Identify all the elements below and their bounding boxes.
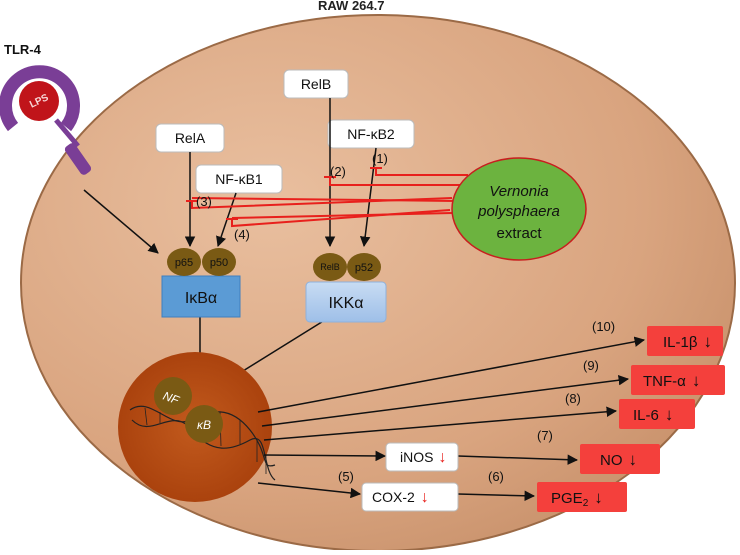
rela-box: RelA [155,123,225,153]
svg-text:IL-1β↓: IL-1β ↓ [663,332,712,351]
pge2-sub: 2 [583,498,589,509]
right-complex: IKKα RelB p52 [305,253,387,323]
vernonia-extract: Vernonia polysphaera extract [451,157,587,261]
p50-label: p50 [210,257,228,269]
tlr4-receptor [0,65,92,175]
cell-label: RAW 264.7 [318,0,384,13]
relb-sub-label: RelB [320,262,340,272]
nfkb1-box: NF-κB1 [195,164,283,194]
ikba-label: IκBα [185,290,217,307]
relb-label: RelB [301,76,331,92]
pge2-label: PGE [551,490,583,507]
step-3: (3) [196,194,212,209]
svg-text:iNOS↓: iNOS ↓ [400,449,446,466]
il1b-label: IL-1β [663,334,698,351]
rela-label: RelA [175,130,206,146]
nfkb2-label: NF-κB2 [347,126,395,142]
step-10: (10) [592,319,615,334]
svg-text:PGE2↓: PGE2 ↓ [551,488,603,509]
nucleus: NF κB [118,352,276,502]
svg-text:TNF-α↓: TNF-α ↓ [643,371,700,390]
tlr4-label: TLR-4 [4,42,42,57]
pge2-down-arrow: ↓ [594,488,603,507]
extract-line1: Vernonia [489,183,549,200]
nfkb2-box: NF-κB2 [327,119,415,149]
step-1: (1) [372,151,388,166]
step-5: (5) [338,469,354,484]
tnfa-label: TNF-α [643,373,686,390]
inos-box: iNOS ↓ [385,442,459,472]
inos-down-arrow: ↓ [438,449,446,466]
inos-label: iNOS [400,449,433,465]
cox2-label: COX-2 [372,489,415,505]
nf-label: NF [161,389,181,408]
step-4: (4) [234,227,250,242]
nfkb1-label: NF-κB1 [215,171,263,187]
output-pge2: PGE2 ↓ [537,482,627,512]
kb-label: κB [197,418,211,432]
p52-label: p52 [355,262,373,274]
step-8: (8) [565,391,581,406]
extract-line3: extract [496,225,542,242]
output-tnfa: TNF-α ↓ [631,365,725,395]
step-2: (2) [330,164,346,179]
svg-text:IL-6↓: IL-6 ↓ [633,405,673,424]
lps-icon [19,81,59,121]
output-il6: IL-6 ↓ [619,399,695,429]
no-label: NO [600,452,623,469]
ikka-label: IKKα [328,295,363,312]
output-no: NO ↓ [580,444,660,474]
il6-down-arrow: ↓ [665,405,674,424]
relb-box: RelB [283,69,349,99]
step-9: (9) [583,358,599,373]
output-il1b: IL-1β ↓ [647,326,723,356]
step-7: (7) [537,428,553,443]
inhibition-lines [186,167,468,228]
svg-text:NO↓: NO ↓ [600,450,637,469]
tnfa-down-arrow: ↓ [692,371,701,390]
il6-label: IL-6 [633,407,659,424]
cox2-down-arrow: ↓ [421,489,429,506]
output-arrows [257,336,646,501]
step-6: (6) [488,469,504,484]
cox2-box: COX-2 ↓ [361,482,459,512]
left-complex: IκBα p65 p50 [161,248,241,318]
no-down-arrow: ↓ [629,450,638,469]
il1b-down-arrow: ↓ [703,332,712,351]
extract-line2: polysphaera [477,203,560,220]
svg-text:COX-2↓: COX-2 ↓ [372,489,429,506]
p65-label: p65 [175,257,193,269]
